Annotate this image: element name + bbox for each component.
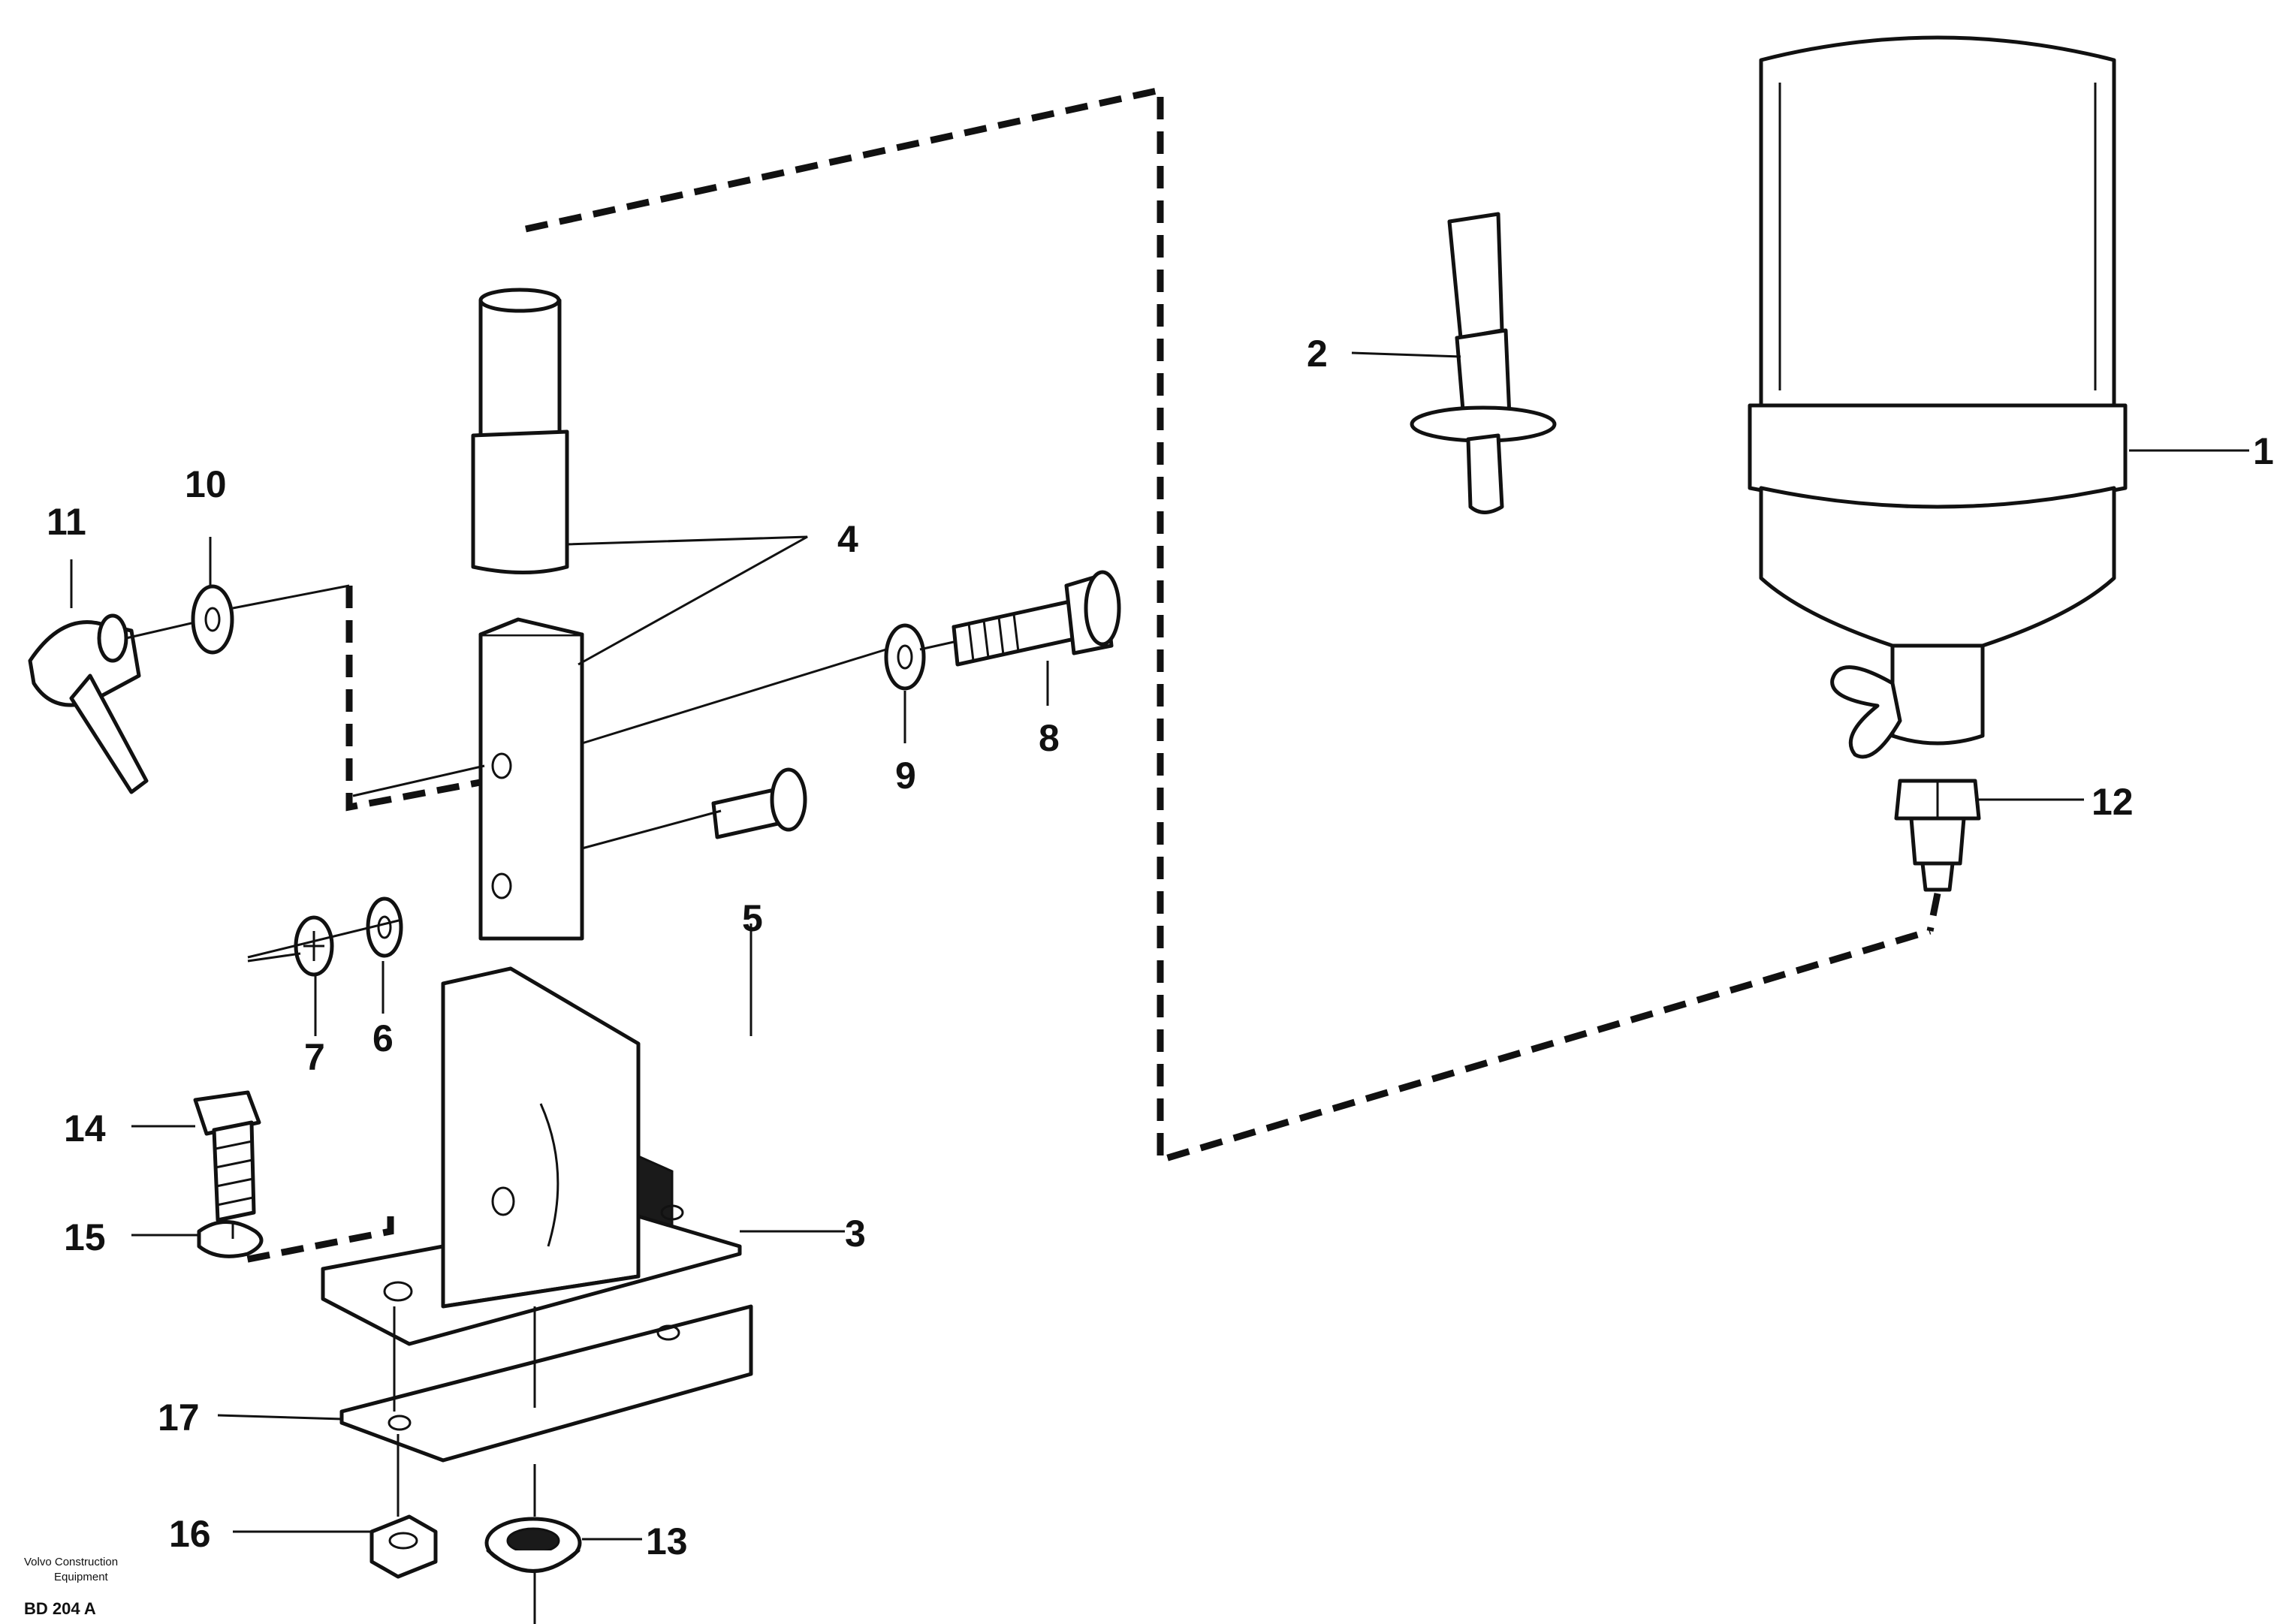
credit-line-1: Volvo Construction xyxy=(24,1556,118,1568)
part-7-washer xyxy=(294,915,334,977)
callout-4: 4 xyxy=(837,518,858,560)
credit-block: Volvo Construction Equipment BD 204 A xyxy=(24,1556,118,1618)
part-13-grommet xyxy=(484,1517,582,1573)
part-10-washer xyxy=(191,584,234,655)
dashed-connection-lines xyxy=(236,86,1941,1265)
credit-line-2: Equipment xyxy=(54,1571,109,1583)
drawing-code: BD 204 A xyxy=(24,1599,96,1618)
callout-17: 17 xyxy=(158,1397,200,1439)
callout-1: 1 xyxy=(2253,430,2274,472)
callout-9: 9 xyxy=(895,755,916,797)
part-4-mount-tube xyxy=(471,288,584,941)
part-15-lock-washer xyxy=(197,1220,264,1258)
part-5-pin xyxy=(711,767,807,839)
callout-3: 3 xyxy=(845,1213,866,1255)
callout-5: 5 xyxy=(742,897,763,939)
part-1-beacon xyxy=(1748,35,2128,759)
callout-16: 16 xyxy=(169,1513,211,1555)
callout-8: 8 xyxy=(1039,717,1060,759)
callout-12: 12 xyxy=(2092,781,2134,823)
part-17-base-plate xyxy=(339,1304,753,1463)
callout-7: 7 xyxy=(304,1036,325,1078)
callout-labels: 1 2 3 4 5 6 7 8 9 10 11 12 13 14 15 16 1… xyxy=(47,333,2274,1562)
callout-6: 6 xyxy=(372,1017,394,1059)
callout-10: 10 xyxy=(185,463,227,505)
part-11-handle xyxy=(28,613,149,794)
part-9-washer xyxy=(884,623,926,691)
callout-13: 13 xyxy=(646,1520,688,1562)
part-3-bracket xyxy=(321,966,742,1346)
callout-11: 11 xyxy=(47,501,86,543)
part-14-bolt xyxy=(193,1090,261,1222)
part-2-connector xyxy=(1410,212,1557,514)
callout-14: 14 xyxy=(64,1107,106,1149)
part-16-nut xyxy=(369,1514,438,1579)
callout-15: 15 xyxy=(64,1216,106,1258)
leader-lines xyxy=(70,351,2249,1624)
part-8-bolt xyxy=(952,570,1121,667)
callout-2: 2 xyxy=(1307,333,1328,375)
